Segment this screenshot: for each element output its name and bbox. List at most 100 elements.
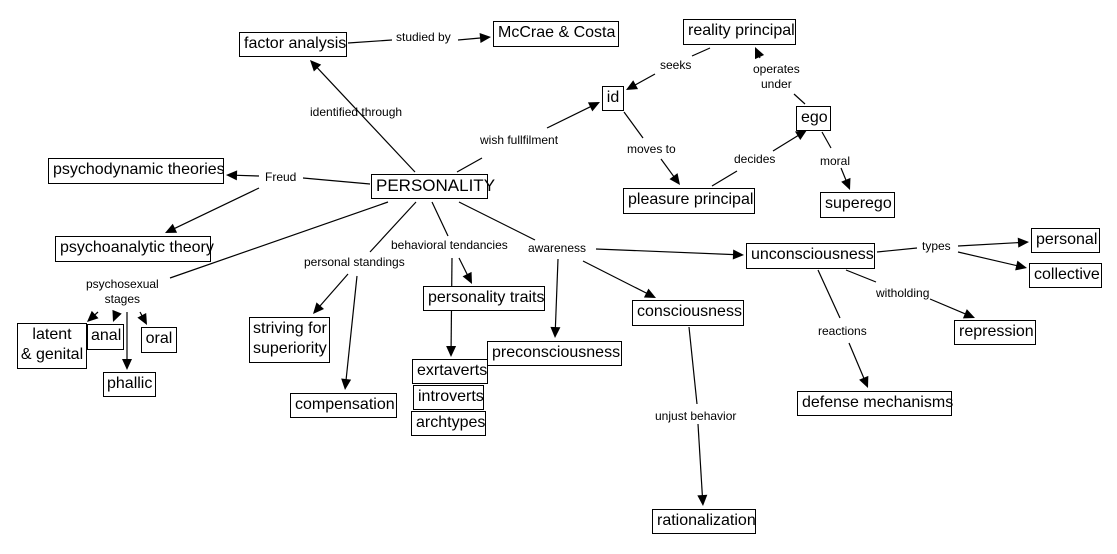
link-personal-standings[interactable]: personal standings [304,255,405,269]
concept-striving-superiority[interactable]: striving for superiority [249,317,330,363]
concept-reality-principal[interactable]: reality principal [683,19,796,45]
concept-id[interactable]: id [602,86,624,111]
arrowhead-icon [122,359,132,370]
edge-factor-studiedby [347,39,393,44]
edge-personality-psychosexual [169,201,389,279]
link-operates-under-line2: under [761,77,792,91]
edge-freud-psychoanalytic [170,187,260,231]
link-moral[interactable]: moral [820,154,851,168]
link-moves-to[interactable]: moves to [627,142,676,156]
edge-unjust-rationalization [697,423,704,500]
edge-wish-id [546,104,595,129]
edge-consciousness-unjust [688,326,698,405]
edge-awareness-consciousness [582,260,651,296]
link-freud[interactable]: Freud [265,170,297,184]
edge-awareness-unconscious [595,248,738,256]
concept-oral[interactable]: oral [141,327,177,353]
edge-personality-freud [302,177,371,185]
edge-personality-behavioral [431,201,449,237]
arrowhead-icon [226,170,238,181]
edge-id-movesto [623,111,644,139]
arrowhead-icon [310,60,322,72]
link-reactions[interactable]: reactions [818,324,867,338]
concept-rationalization[interactable]: rationalization [652,509,756,534]
arrowhead-icon [341,378,352,390]
link-behavioral-tendancies[interactable]: behavioral tendancies [391,238,508,252]
arrowhead-icon [1017,237,1029,248]
concept-compensation[interactable]: compensation [290,393,397,418]
arrowhead-icon [962,309,975,319]
concept-superego[interactable]: superego [820,192,895,218]
link-awareness[interactable]: awareness [528,241,587,255]
edge-reality-seeks [691,47,711,57]
concept-mccrae-costa[interactable]: McCrae & Costa [493,21,619,47]
concept-striving-line1: striving for [253,320,327,337]
concept-latent-genital-line1: latent [32,326,72,343]
concept-psychoanalytic-theory[interactable]: psychoanalytic theory [55,236,214,262]
edge-pleasure-decides [711,170,738,187]
concept-personality-traits[interactable]: personality traits [423,286,545,311]
edge-personality-awareness [458,201,536,241]
link-decides[interactable]: decides [734,152,776,166]
arrowhead-icon [112,309,122,322]
link-wish-fullfilment[interactable]: wish fullfilment [480,133,559,147]
link-operates-under[interactable]: operates under [753,62,800,92]
edge-types-collective [957,251,1021,268]
arrowhead-icon [137,312,147,325]
edge-unconscious-reactions [817,269,841,319]
link-psychosexual-line2: stages [104,292,141,306]
arrowhead-icon [643,288,656,298]
concept-repression[interactable]: repression [954,320,1036,345]
edge-studiedby-mccrae [457,36,485,41]
concept-extraverts[interactable]: exrtaverts [412,359,488,384]
link-witholding[interactable]: witholding [876,286,930,300]
concept-ego[interactable]: ego [796,106,831,131]
concept-personal[interactable]: personal [1031,228,1100,253]
concept-anal[interactable]: anal [87,324,124,350]
arrowhead-icon [587,102,600,112]
concept-personality[interactable]: PERSONALITY [371,174,495,199]
concept-latent-genital[interactable]: latent & genital [17,323,87,369]
concept-striving-line2: superiority [253,340,327,357]
link-types[interactable]: types [922,239,951,253]
concept-collective[interactable]: collective [1029,263,1102,288]
concept-archtypes[interactable]: archtypes [411,411,486,436]
edge-personality-identified-factor [314,64,416,173]
edge-unconscious-witholding [845,269,877,283]
concept-preconsciousness[interactable]: preconsciousness [487,341,622,366]
edge-standings-compensation [345,275,358,384]
arrowhead-icon [313,302,325,314]
arrowhead-icon [669,173,680,185]
arrowhead-icon [462,271,472,284]
concept-defense-mechanisms[interactable]: defense mechanisms [797,391,953,416]
edge-awareness-preconscious [554,258,559,332]
concept-phallic[interactable]: phallic [103,372,156,397]
concept-psychodynamic-theories[interactable]: psychodynamic theories [48,158,225,184]
concept-unconsciousness[interactable]: unconsciousness [746,243,875,269]
edge-witholding-repression [929,298,970,316]
link-psychosexual-line1: psychosexual [86,277,159,291]
edge-personality-wish [456,157,483,173]
edge-freud-psychodynamic [232,174,260,177]
arrowhead-icon [732,249,744,260]
arrowhead-icon [626,80,639,90]
edge-decides-ego [772,132,802,152]
arrowhead-icon [87,310,99,322]
edge-reactions-defense [848,342,866,383]
concept-pleasure-principal[interactable]: pleasure principal [623,188,755,214]
arrowhead-icon [165,223,178,233]
link-unjust-behavior[interactable]: unjust behavior [655,409,737,423]
link-studied-by[interactable]: studied by [396,30,451,44]
edge-ego-operates [793,93,806,105]
link-psychosexual-stages[interactable]: psychosexual stages [86,277,159,307]
link-identified-through[interactable]: identified through [310,105,403,119]
arrowhead-icon [697,494,708,506]
link-seeks[interactable]: seeks [660,58,692,72]
concept-latent-genital-line2: & genital [20,346,84,363]
concept-consciousness[interactable]: consciousness [632,300,744,326]
concept-factor-analysis[interactable]: factor analysis [239,32,347,57]
arrowhead-icon [1015,260,1027,271]
edge-unconscious-types [876,247,918,253]
concept-introverts[interactable]: introverts [413,385,484,410]
